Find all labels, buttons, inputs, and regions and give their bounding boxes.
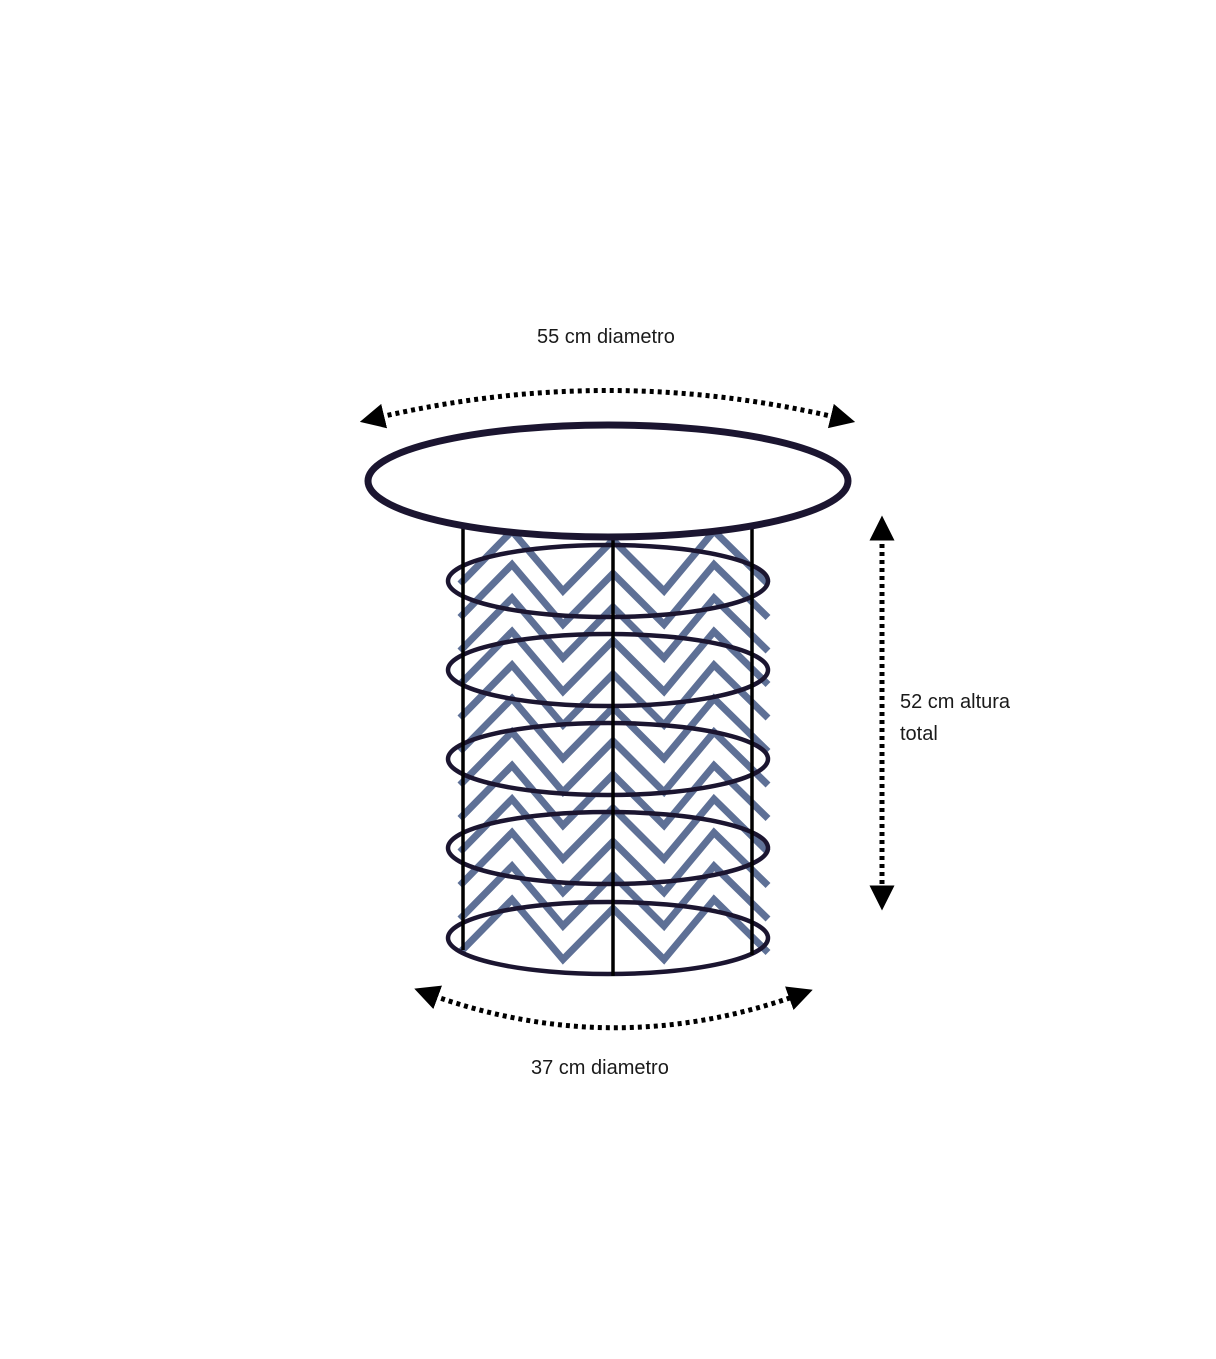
bottom-diameter-arrow [414,985,813,1031]
bottom-diameter-label: 37 cm diametro [531,1057,669,1079]
top-diameter-label: 55 cm diametro [537,326,675,348]
ring-2 [445,631,771,709]
vertical-rods [461,522,754,976]
ring-3 [445,720,771,798]
ring-5 [445,899,771,977]
height-label-line1: 52 cm altura [900,691,1011,713]
ring-1 [445,542,771,620]
ring-4 [445,809,771,887]
top-diameter-arrow [359,388,856,429]
base-rings [445,542,771,977]
height-label-line2: total [900,723,938,745]
table-top [364,421,852,541]
